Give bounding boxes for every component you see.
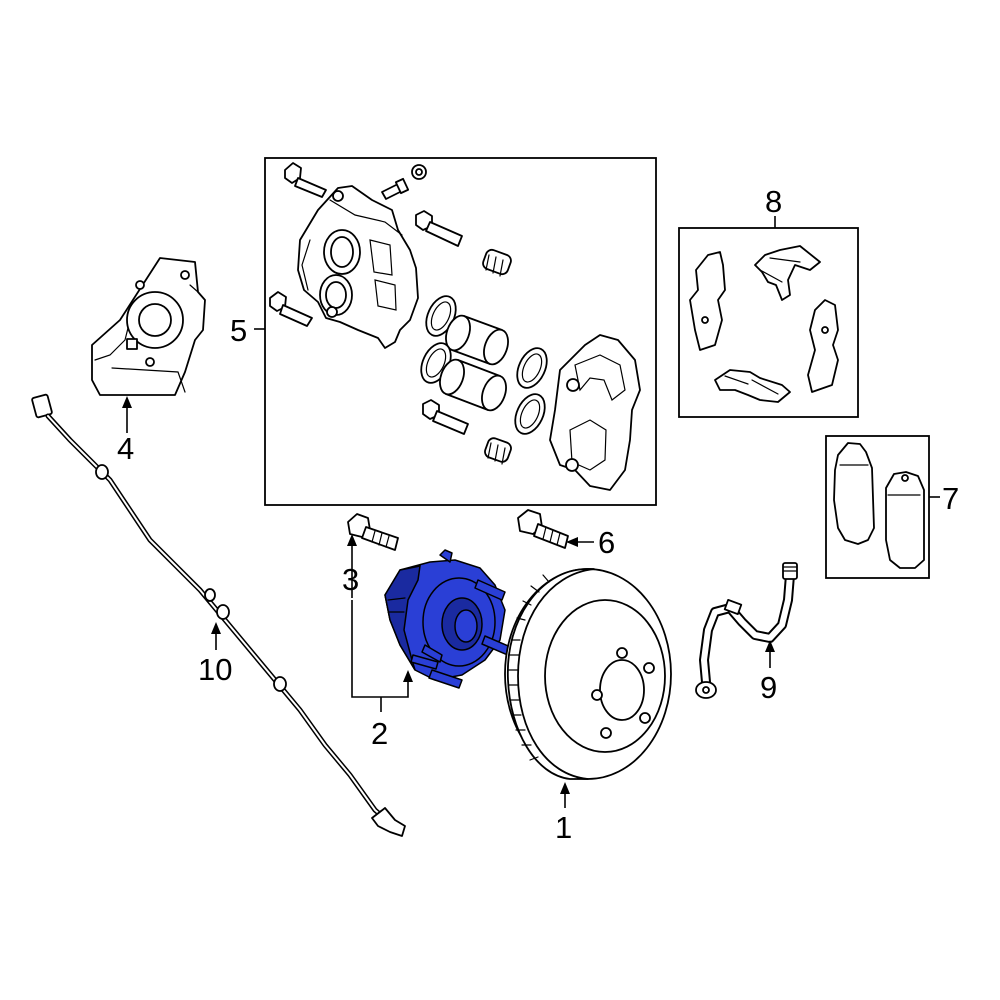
guide-boot-lower (484, 437, 512, 465)
arrow-1 (560, 782, 570, 794)
callout-10: 10 (198, 652, 232, 687)
callout-6: 6 (598, 525, 615, 560)
pad-hardware-kit[interactable] (678, 216, 859, 418)
callout-5: 5 (230, 313, 247, 348)
callout-7: 7 (942, 481, 959, 516)
wheel-speed-sensor[interactable] (31, 393, 406, 837)
brake-hose[interactable] (695, 562, 798, 699)
caliper-bracket (549, 334, 641, 491)
brake-rotor[interactable] (504, 568, 672, 780)
arrow-2 (403, 670, 413, 682)
callout-9: 9 (760, 670, 777, 705)
caliper-bolt-left (269, 291, 313, 327)
arrow-10 (211, 622, 221, 634)
callout-3: 3 (342, 562, 359, 597)
callout-4: 4 (117, 431, 134, 466)
leader-2-bracket (351, 600, 409, 698)
caliper-housing (297, 185, 419, 349)
wheel-hub-assembly[interactable] (384, 549, 514, 689)
piston-seal-upper-right (516, 347, 548, 389)
hardware-box (678, 227, 859, 418)
piston-lower (439, 358, 507, 412)
arrow-9 (765, 640, 775, 652)
caliper-mount-bolt[interactable] (517, 509, 569, 549)
guide-pin-lower (422, 399, 469, 435)
hub-bolt[interactable] (347, 513, 399, 551)
caliper-assembly-group[interactable] (254, 157, 657, 506)
piston-seal-lower-right (514, 393, 546, 435)
callout-2: 2 (371, 716, 388, 751)
caliper-box (264, 157, 657, 506)
arrow-3 (347, 534, 357, 546)
guide-boot-upper (482, 248, 512, 277)
piston-upper (445, 314, 509, 366)
callout-1: 1 (555, 810, 572, 845)
bleeder-screw (381, 164, 427, 200)
arrow-6 (566, 537, 578, 547)
dust-shield[interactable] (91, 257, 206, 396)
caliper-bolt-top (284, 162, 327, 198)
brake-pads[interactable] (825, 435, 940, 579)
guide-pin-upper (415, 210, 463, 247)
arrow-4 (122, 396, 132, 408)
callout-8: 8 (765, 184, 782, 219)
pads-box (825, 435, 930, 579)
